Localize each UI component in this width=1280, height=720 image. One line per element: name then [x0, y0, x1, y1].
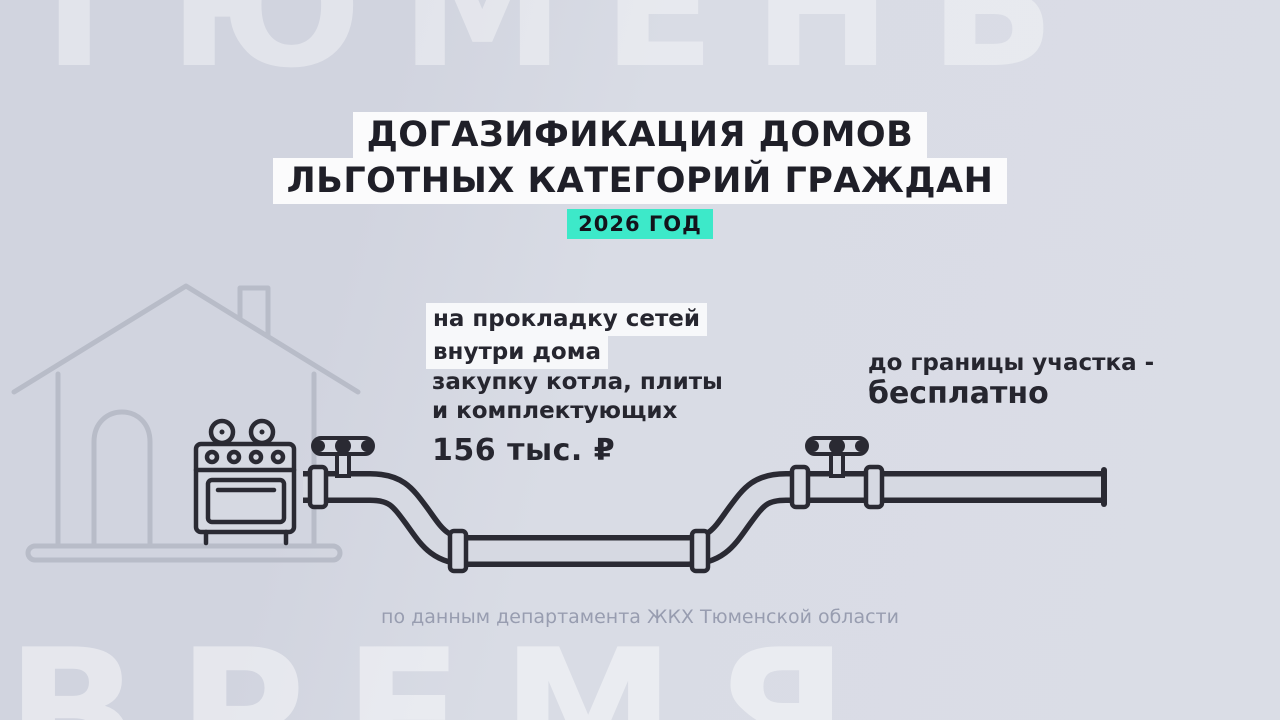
network-label-line2: внутри дома	[426, 335, 609, 369]
title-block: ДОГАЗИФИКАЦИЯ ДОМОВ ЛЬГОТНЫХ КАТЕГОРИЙ Г…	[0, 112, 1280, 239]
title-line-2: ЛЬГОТНЫХ КАТЕГОРИЙ ГРАЖДАН	[0, 157, 1280, 204]
equipment-label-line2: и комплектующих	[432, 397, 678, 424]
network-label-line1: на прокладку сетей	[426, 303, 708, 336]
equipment-label-line1: закупку котла, плиты	[432, 369, 723, 395]
boundary-label: до границы участка -	[868, 350, 1155, 376]
pipe-coupling-icon	[307, 464, 885, 574]
watermark-top: ТЮМЕНЬ	[18, 0, 1093, 104]
gas-stove-icon	[193, 418, 297, 546]
house-icon	[11, 283, 361, 563]
source-caption: по данным департамента ЖКХ Тюменской обл…	[381, 606, 899, 628]
watermark-bottom: ВРЕМЯ	[6, 613, 887, 720]
valve-wheel-icon	[805, 436, 869, 478]
title-line-1: ДОГАЗИФИКАЦИЯ ДОМОВ	[0, 112, 1280, 158]
year-badge: 2026 ГОД	[567, 208, 713, 239]
valve-wheel-icon	[311, 436, 375, 478]
equipment-label: закупку котла, плиты и комплектующих	[432, 368, 723, 426]
gas-pipeline-icon	[303, 436, 1107, 574]
network-label: на прокладку сетей внутри дома	[426, 303, 708, 369]
free-label: бесплатно	[868, 376, 1049, 411]
price-label: 156 тыс. ₽	[432, 433, 616, 468]
